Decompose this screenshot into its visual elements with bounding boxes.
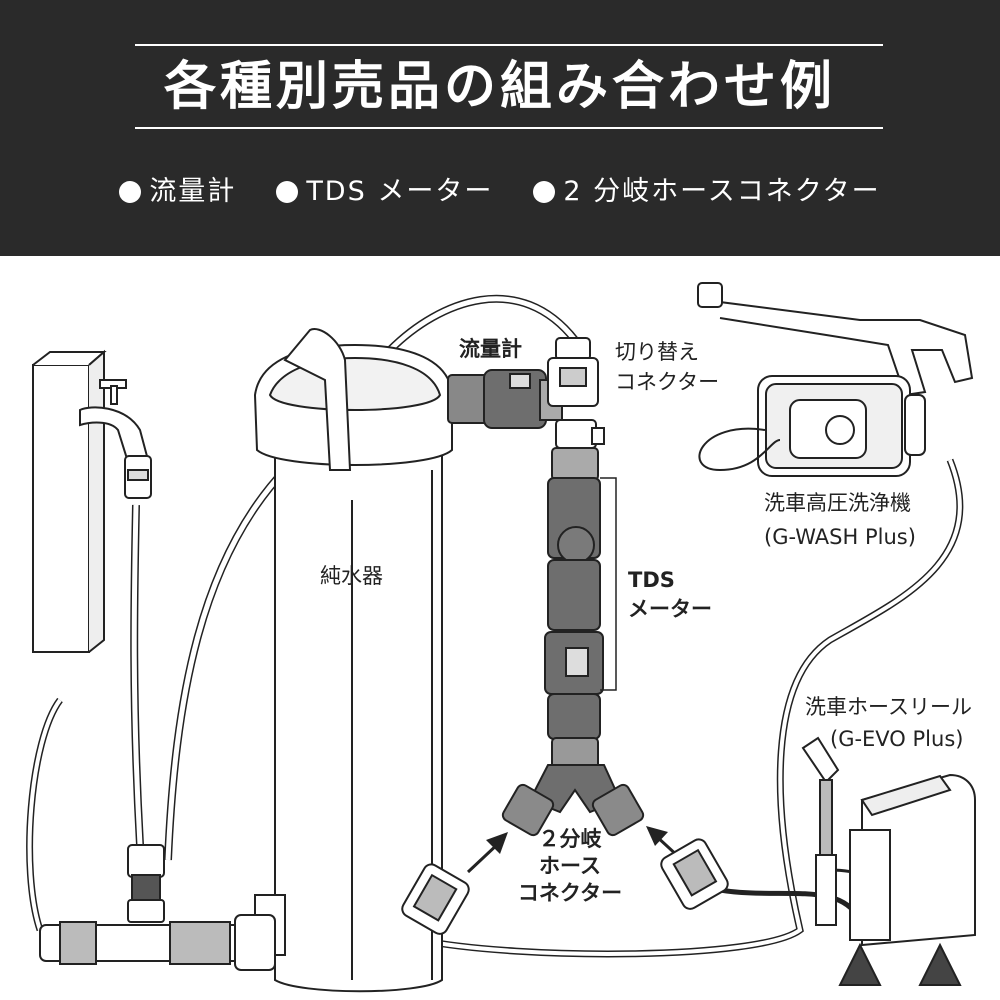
header-banner: 各種別売品の組み合わせ例 流量計 TDS メーター 2 分岐ホースコネクター [0, 0, 1000, 256]
product-item-tds-meter: TDS メーター [276, 168, 493, 216]
label-splitter-2: ホース [539, 854, 601, 878]
tds-meter-part [544, 447, 604, 740]
product-item-flowmeter: 流量計 [119, 168, 236, 216]
pressure-washer [697, 282, 974, 477]
water-purifier [253, 328, 453, 993]
product-label: 2 分岐ホースコネクター [563, 176, 881, 207]
label-splitter-1: ２分岐 [538, 827, 602, 851]
hose-reel [801, 736, 976, 986]
label-washer-name: 洗車高圧洗浄機 [764, 491, 911, 515]
bullet-icon [276, 181, 299, 203]
label-reel-model: (G-EVO Plus) [830, 727, 964, 751]
splitter-part [501, 737, 645, 837]
bullet-icon [119, 181, 142, 203]
product-list: 流量計 TDS メーター 2 分岐ホースコネクター [0, 168, 1000, 216]
title-rule-bottom [135, 127, 883, 129]
label-flowmeter: 流量計 [459, 337, 522, 361]
setup-illustration [26, 282, 976, 993]
title-rule-top [135, 44, 883, 46]
product-item-splitter: 2 分岐ホースコネクター [533, 168, 880, 216]
product-label: 流量計 [149, 176, 237, 207]
label-switch-connector-2: コネクター [615, 370, 720, 394]
label-washer-model: (G-WASH Plus) [764, 525, 916, 549]
loose-connector-right [660, 838, 729, 910]
bullet-icon [533, 181, 556, 203]
switch-connector-part [547, 337, 605, 449]
tee-connector [39, 844, 276, 971]
product-label: TDS メーター [306, 176, 494, 207]
label-splitter-3: コネクター [517, 881, 623, 905]
label-switch-connector-1: 切り替え [615, 340, 699, 364]
label-tds-1: TDS [628, 568, 675, 592]
label-purifier: 純水器 [320, 564, 383, 588]
water-tap-post [32, 349, 152, 653]
flowmeter-part [447, 369, 563, 429]
loose-connector-left [401, 863, 470, 935]
label-tds-2: メーター [628, 597, 712, 621]
label-reel-name: 洗車ホースリール [805, 695, 972, 719]
page-title: 各種別売品の組み合わせ例 [163, 57, 836, 117]
hose-tee-to-purifier [164, 467, 288, 861]
